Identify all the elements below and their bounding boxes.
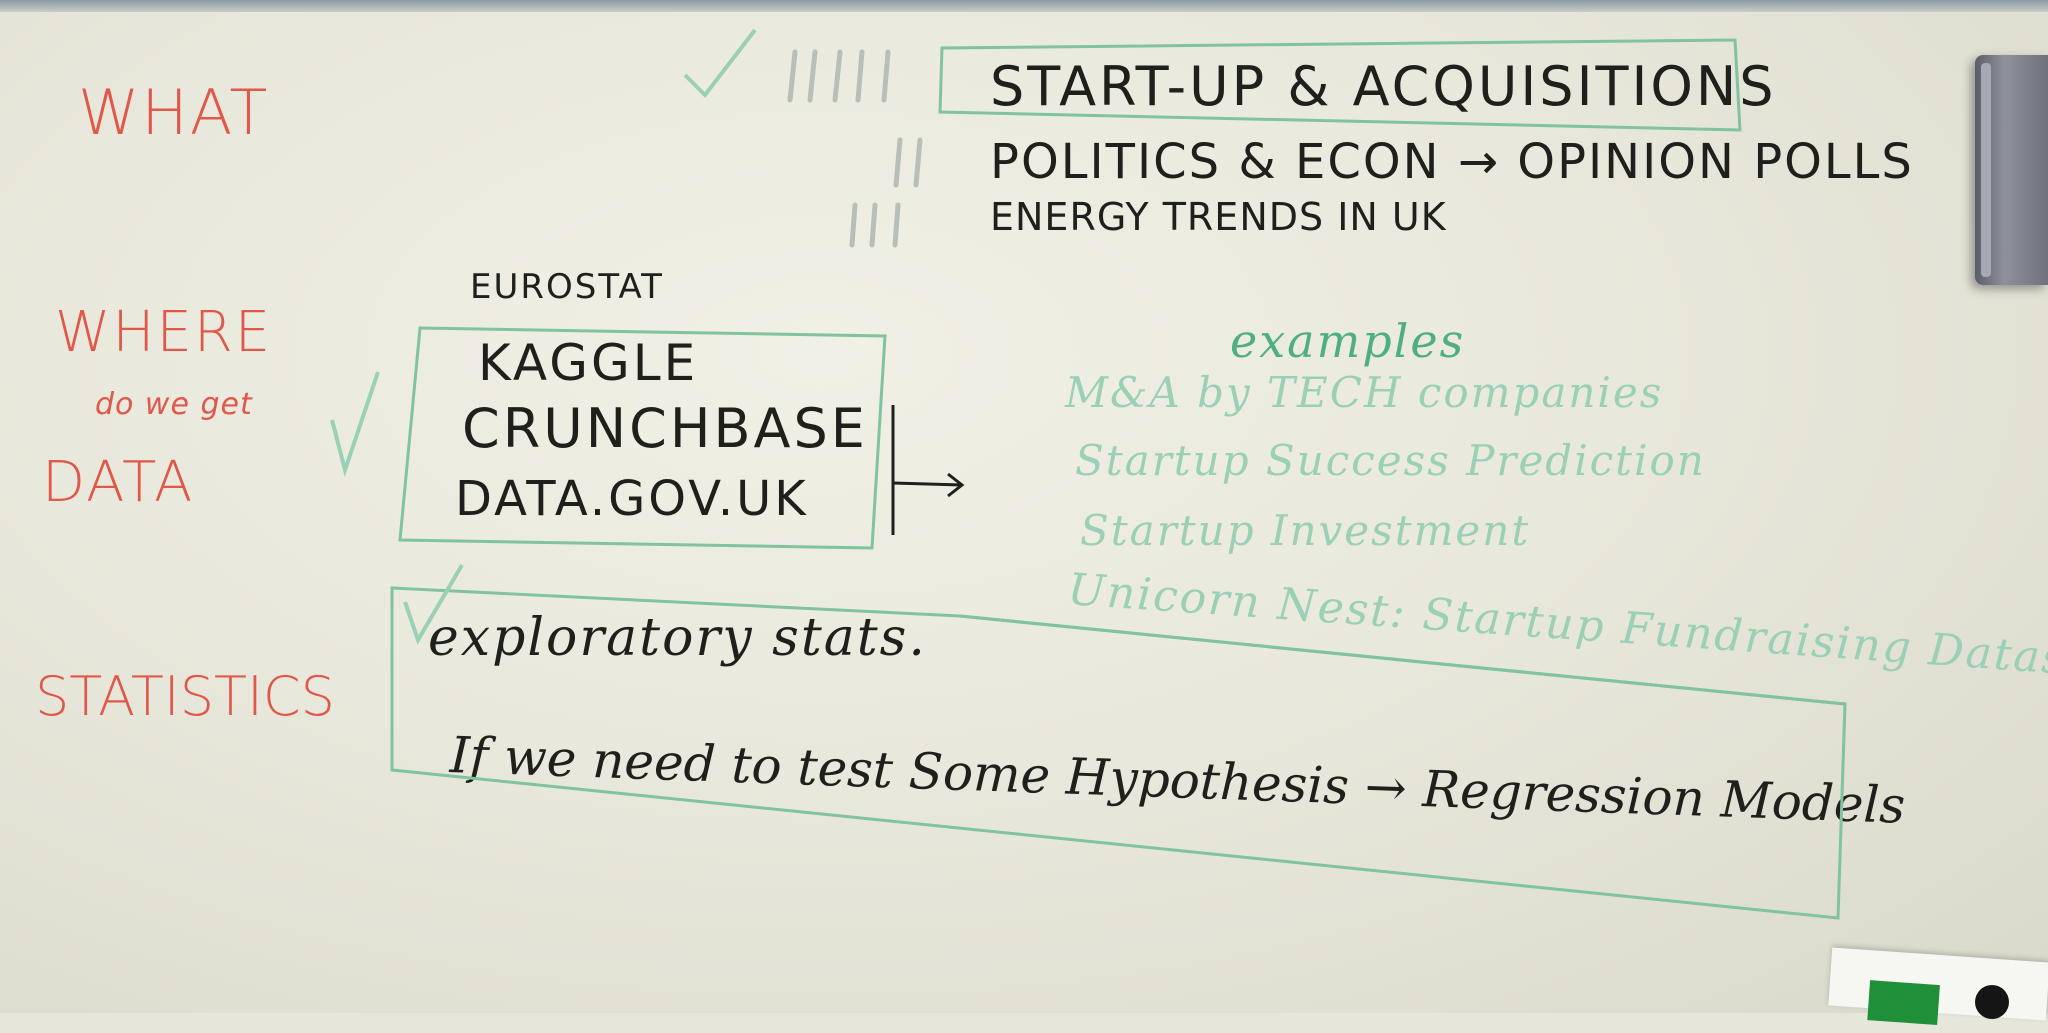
topic-politics-econ: POLITICS & ECON → OPINION POLLS <box>990 134 1914 190</box>
heading-data: DATA <box>42 450 195 515</box>
example-item: Startup Success Prediction <box>1075 436 1706 485</box>
example-item: Startup Investment <box>1080 506 1531 555</box>
checkmark-data <box>330 371 380 477</box>
checkmark-what <box>683 28 757 99</box>
example-item: M&A by TECH companies <box>1065 368 1664 417</box>
heading-statistics: STATISTICS <box>35 665 335 728</box>
tally-marks <box>787 49 923 248</box>
arrow-to-examples <box>891 405 965 535</box>
heading-where-sub: do we get <box>95 387 253 422</box>
sources-box <box>398 326 887 550</box>
topic-startup-acquisitions: START-UP & ACQUISITIONS <box>990 55 1777 118</box>
source-kaggle: KAGGLE <box>478 334 699 392</box>
checkmark-stats <box>403 563 464 645</box>
board-frame-top <box>0 0 2048 12</box>
stats-line-exploratory: exploratory stats. <box>428 608 927 668</box>
wall-device <box>1975 55 2048 285</box>
source-data-gov-uk: DATA.GOV.UK <box>455 471 809 527</box>
examples-heading: examples <box>1230 314 1466 368</box>
statistics-box <box>390 586 1847 920</box>
heading-what: WHAT <box>78 76 270 149</box>
topic-highlight-box <box>938 38 1742 132</box>
magnet <box>1975 985 2009 1019</box>
source-crunchbase: CRUNCHBASE <box>462 397 868 460</box>
topic-energy-trends: ENERGY TRENDS IN UK <box>990 195 1447 239</box>
source-eurostat: EUROSTAT <box>470 267 664 307</box>
heading-where: WHERE <box>55 300 273 365</box>
